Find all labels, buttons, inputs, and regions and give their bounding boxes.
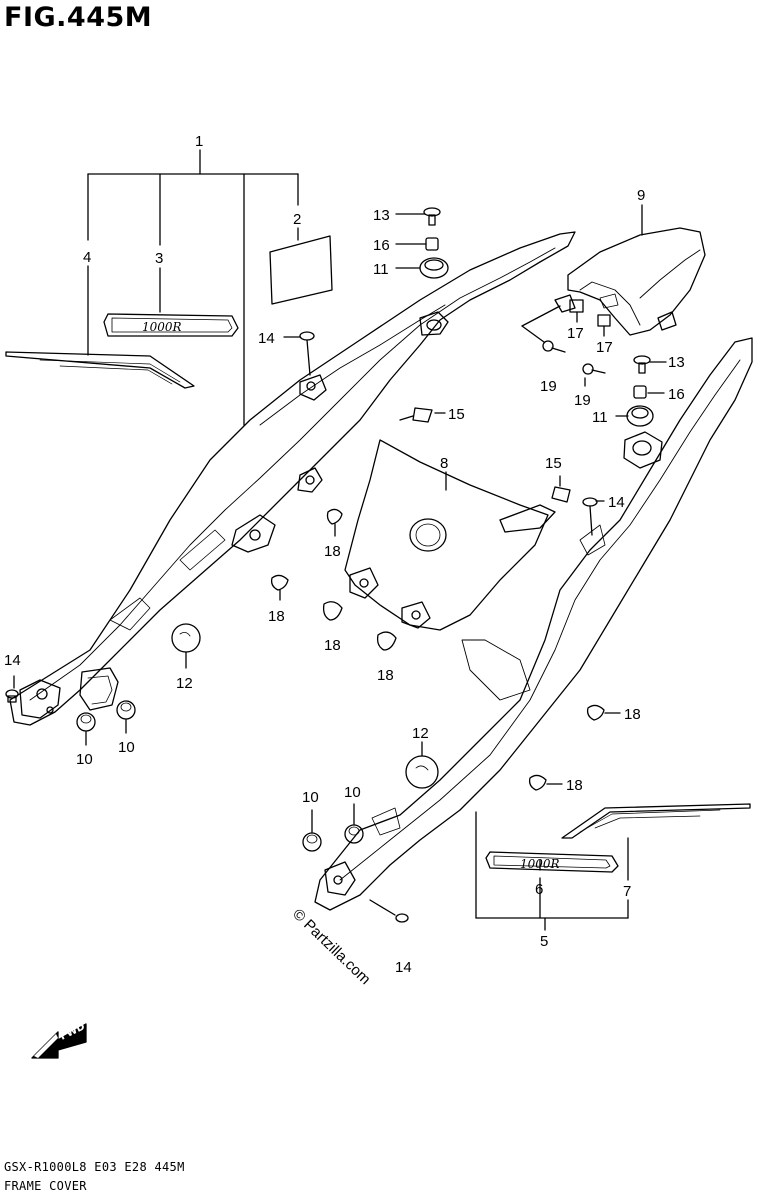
callout-9: 9 [637, 187, 645, 204]
part-13-bolt-upper [395, 207, 441, 226]
callout-10-c: 10 [302, 789, 319, 806]
callout-10-d: 10 [344, 784, 361, 801]
part-11-grommet-right [615, 405, 654, 427]
part-13-bolt-right [633, 355, 667, 374]
callout-10-a: 10 [76, 751, 93, 768]
part-15-nut-b [551, 475, 571, 503]
callout-16-b: 16 [668, 386, 685, 403]
callout-1: 1 [195, 133, 203, 150]
part-12-grommet-left [171, 623, 201, 669]
part-16-collar-right [633, 385, 665, 399]
callout-2: 2 [293, 211, 301, 228]
callout-14-c: 14 [4, 652, 21, 669]
part-19-screw-a [521, 305, 566, 353]
part-9-tail-cowl [554, 227, 706, 336]
callout-8: 8 [440, 455, 448, 472]
callout-11-b: 11 [592, 409, 608, 426]
part-8-center-panel [344, 439, 556, 631]
part-10-bushing-d [344, 803, 364, 844]
part-1-bracket [87, 149, 299, 426]
part-14-bolt-a [283, 331, 315, 376]
part-6-emblem-text: 1000R [520, 857, 560, 871]
callout-labels: 1 2 3 4 5 6 7 8 9 10 10 10 10 11 11 12 1… [4, 133, 685, 976]
part-19-screw-b [582, 363, 606, 387]
callout-18-e: 18 [624, 706, 641, 723]
callout-11-a: 11 [373, 261, 389, 278]
part-11-grommet-upper [395, 257, 449, 279]
part-18-clip-a [326, 508, 343, 537]
callout-17-b: 17 [596, 339, 613, 356]
part-12-grommet-right [405, 741, 439, 789]
part-4-stripe-decal [5, 351, 195, 389]
part-17-clip-b [597, 314, 611, 337]
figure-title: FIG.445M [4, 2, 153, 33]
callout-5: 5 [540, 933, 548, 950]
watermark-text: © Partzilla.com [289, 906, 374, 988]
callout-17-a: 17 [567, 325, 584, 342]
callout-18-a: 18 [324, 543, 341, 560]
callout-4: 4 [83, 249, 91, 266]
callout-18-d: 18 [377, 667, 394, 684]
part-18-clip-d [376, 631, 397, 651]
callout-18-c: 18 [324, 637, 341, 654]
callout-18-f: 18 [566, 777, 583, 794]
callout-16-a: 16 [373, 237, 390, 254]
callout-19-b: 19 [574, 392, 591, 409]
part-3-emblem [103, 313, 239, 337]
section-name: FRAME COVER [4, 1179, 87, 1193]
callout-15-b: 15 [545, 455, 562, 472]
fwd-arrow-icon [31, 1023, 87, 1059]
callout-12-b: 12 [412, 725, 429, 742]
part-18-clip-c [322, 601, 343, 621]
part-5-bracket [475, 811, 629, 931]
callout-14-d: 14 [395, 959, 412, 976]
callout-13-b: 13 [668, 354, 685, 371]
part-3-emblem-text: 1000R [142, 320, 182, 334]
callout-12-a: 12 [176, 675, 193, 692]
callout-13-a: 13 [373, 207, 390, 224]
callout-19-a: 19 [540, 378, 557, 395]
callout-7: 7 [623, 883, 631, 900]
part-14-bolt-b [582, 497, 605, 536]
part-7-stripe-decal [561, 803, 751, 839]
model-code: GSX-R1000L8 E03 E28 445M [4, 1160, 185, 1174]
part-6-emblem [485, 851, 619, 873]
part-10-bushing-b [116, 700, 136, 734]
callout-14-b: 14 [608, 494, 625, 511]
part-2-label-sticker [269, 235, 333, 305]
part-17-clip-a [569, 299, 584, 323]
part-14-bolt-d [369, 899, 409, 923]
left-frame-cover [9, 231, 576, 726]
callout-15-a: 15 [448, 406, 465, 423]
part-15-nut-a [399, 407, 446, 423]
right-frame-cover [314, 337, 753, 911]
part-18-clip-e [586, 704, 621, 721]
part-10-bushing-c [302, 809, 322, 852]
callout-10-b: 10 [118, 739, 135, 756]
callout-14-a: 14 [258, 330, 275, 347]
part-16-collar-upper [395, 237, 439, 251]
part-18-clip-f [528, 774, 563, 791]
callout-18-b: 18 [268, 608, 285, 625]
part-14-bolt-c [5, 675, 19, 703]
callout-6: 6 [535, 881, 543, 898]
callout-3: 3 [155, 250, 163, 267]
part-10-bushing-a [76, 712, 96, 746]
part-18-clip-b [270, 574, 289, 601]
